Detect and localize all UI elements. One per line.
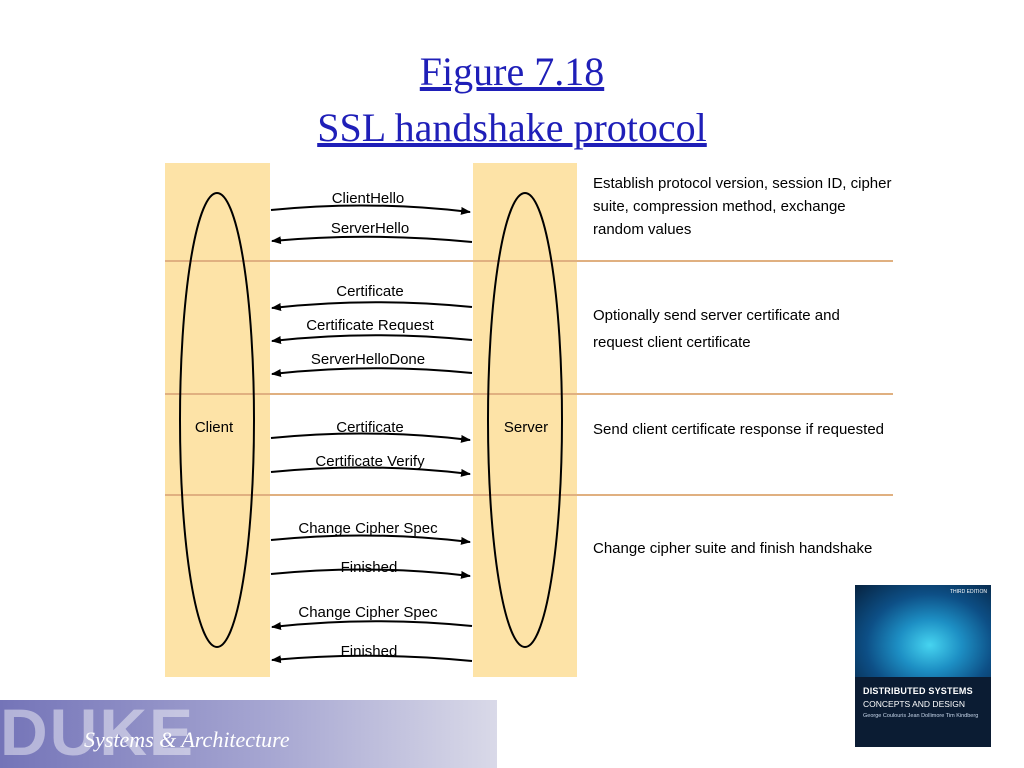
book-subtitle: CONCEPTS AND DESIGN	[863, 699, 966, 709]
server-lifeline	[487, 192, 563, 648]
client-label: Client	[195, 419, 234, 436]
phase-description: Optionally send server certificate and r…	[593, 307, 840, 351]
message-arrow	[271, 334, 473, 344]
message-arrow	[271, 654, 473, 664]
message-label: Certificate Request	[306, 317, 434, 334]
message-label: Certificate	[336, 419, 404, 436]
figure-title: SSL handshake protocol	[317, 105, 707, 150]
message-label: ClientHello	[332, 190, 405, 207]
message-label: Change Cipher Spec	[298, 520, 438, 537]
message-label: Change Cipher Spec	[298, 604, 438, 621]
phase-description: Send client certificate response if requ…	[593, 421, 884, 438]
message-label: Certificate Verify	[315, 453, 425, 470]
server-label: Server	[504, 419, 548, 436]
client-lifeline	[179, 192, 255, 648]
book-title: DISTRIBUTED SYSTEMS	[863, 686, 973, 696]
message-label: ServerHello	[331, 220, 409, 237]
message-arrow	[270, 432, 471, 443]
message-arrow	[270, 466, 471, 477]
message-arrow	[271, 301, 473, 311]
message-arrow	[271, 235, 473, 245]
ssl-handshake-diagram: Client Server ClientHello ServerHello Ce…	[165, 163, 893, 677]
message-arrow	[271, 620, 473, 630]
book-edition: THIRD EDITION	[950, 589, 987, 595]
message-label: Finished	[341, 643, 398, 660]
book-cover: THIRD EDITION DISTRIBUTED SYSTEMS CONCEP…	[855, 585, 991, 747]
phase-description: Establish protocol version, session ID, …	[593, 175, 892, 238]
book-authors: George Coulouris Jean Dollimore Tim Kind…	[863, 713, 979, 719]
server-column	[473, 163, 577, 677]
message-label: Finished	[341, 559, 398, 576]
phase-description: Change cipher suite and finish handshake	[593, 540, 873, 557]
client-column	[165, 163, 270, 677]
footer-banner: DUKE Systems & Architecture	[0, 700, 497, 768]
message-arrow	[271, 367, 473, 377]
book-title-band	[855, 677, 991, 747]
message-arrow	[270, 534, 471, 545]
message-arrow	[270, 204, 471, 215]
globe-graphic	[855, 585, 991, 685]
footer-text: Systems & Architecture	[84, 727, 290, 752]
message-arrow	[270, 568, 471, 579]
duke-logo: DUKE	[0, 700, 196, 768]
message-label: Certificate	[336, 283, 404, 300]
figure-number: Figure 7.18	[419, 49, 605, 94]
message-label: ServerHelloDone	[311, 351, 425, 368]
